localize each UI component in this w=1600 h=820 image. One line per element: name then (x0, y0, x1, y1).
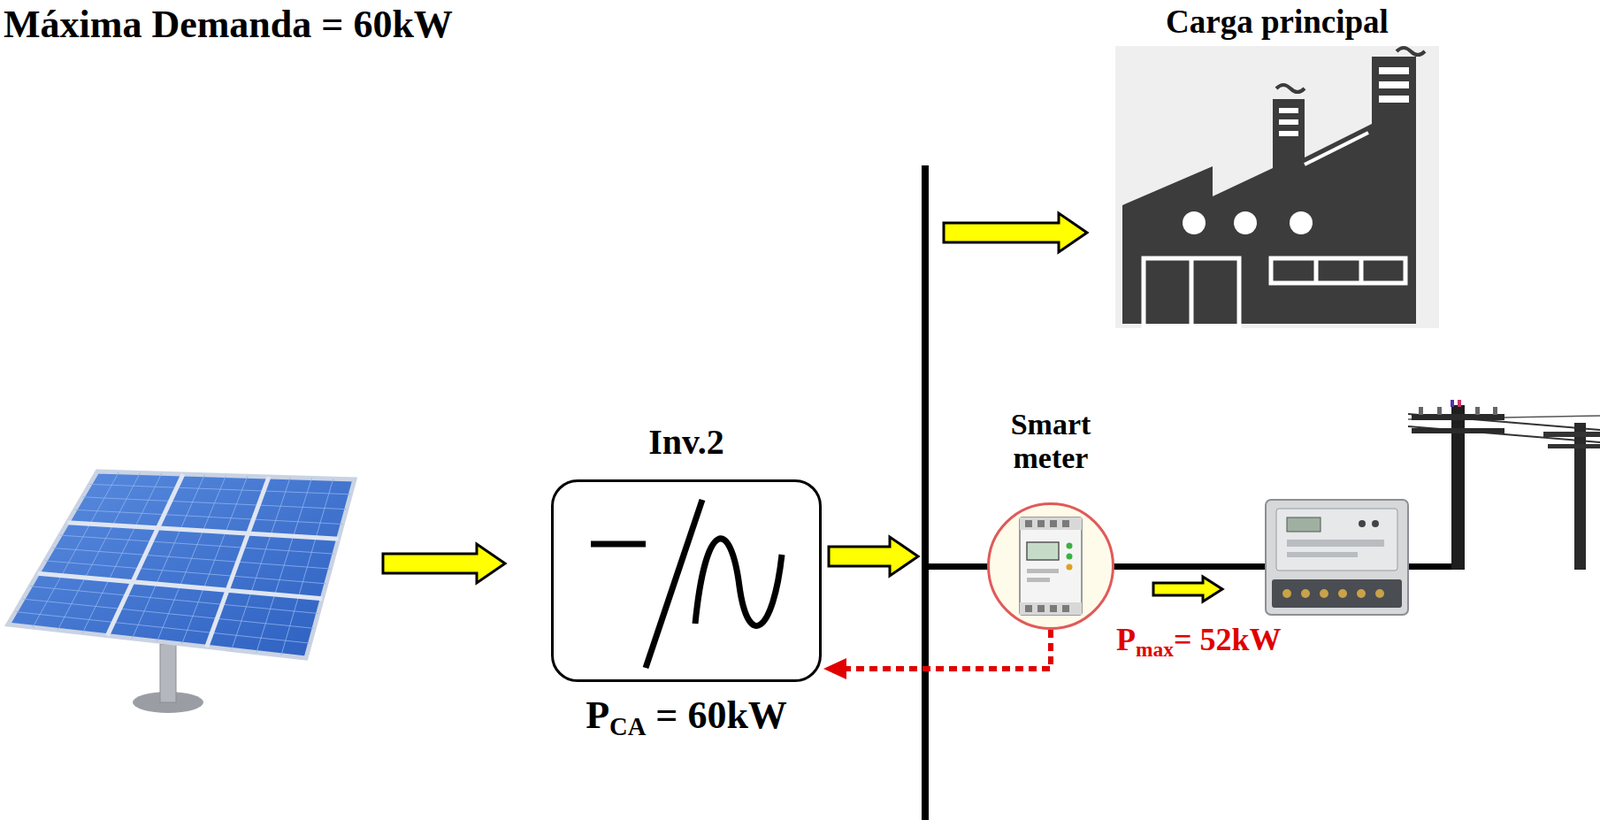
dotted-signal-line (842, 629, 1051, 669)
utility-pole (1408, 399, 1600, 570)
demand-label: Máxima Demanda = 60kW (3, 1, 453, 47)
panel-grid-line (67, 522, 338, 540)
flow-arrow (828, 536, 919, 576)
panel-grid-line (38, 573, 323, 598)
smart-meter-circle (987, 502, 1115, 630)
panel-grid-line (30, 586, 319, 614)
inverter-node: Inv.2PCA = 60kW (524, 411, 849, 752)
subscript: CA (609, 712, 646, 741)
load-node: Carga principal (1115, 0, 1440, 329)
bus-bar (921, 165, 929, 820)
flow-arrow (1153, 576, 1223, 602)
smart-meter-node: Smart meter (978, 402, 1124, 635)
panel-grid-line (22, 598, 314, 628)
smart-meter-device (989, 505, 1112, 628)
panel-grid-line (281, 478, 334, 656)
factory-icon (1115, 0, 1440, 329)
energy-meter (1265, 499, 1409, 615)
arrowhead (823, 658, 847, 680)
load-heading: Carga principal (1115, 0, 1440, 41)
power-limit-label: Pmax= 52kW (1116, 620, 1281, 659)
subscript: max (1135, 637, 1174, 661)
inverter-heading: Inv.2 (524, 411, 849, 480)
panel-grid-line (15, 612, 310, 644)
smart-meter-label: Smart meter (978, 402, 1124, 475)
panel-grid-line (206, 476, 269, 647)
inverter-box (551, 479, 822, 682)
panel-grid-line (256, 478, 313, 653)
control-signal-arrow (823, 629, 1051, 680)
flow-arrow (943, 213, 1088, 253)
panel-grid-line (107, 474, 184, 636)
solar-panel (7, 471, 355, 713)
flow-arrow (382, 543, 506, 583)
inverter-rating: PCA = 60kW (524, 692, 849, 739)
inverter-symbol (553, 482, 820, 680)
